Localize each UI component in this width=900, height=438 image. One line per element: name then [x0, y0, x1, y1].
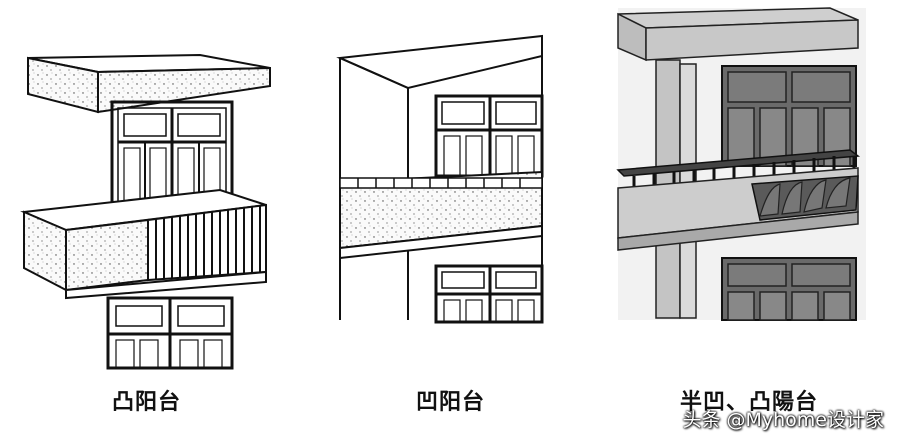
panel-convex-balcony: 凸阳台	[0, 0, 290, 438]
caption-semi-balcony: 半凹、凸陽台	[680, 390, 819, 415]
upper-slab	[617, 7, 859, 62]
concave-balcony-slab	[339, 170, 543, 260]
lower-window	[721, 257, 857, 321]
semi-balcony-illustration	[616, 7, 866, 321]
caption-concave-balcony: 凹阳台	[416, 390, 486, 415]
convex-balcony-slab	[20, 188, 267, 300]
lower-window	[106, 296, 234, 370]
convex-balcony-illustration	[20, 53, 271, 370]
watermark: 头条 @Myhome设计家	[682, 409, 884, 431]
panel-concave-balcony: 凹阳台	[300, 0, 600, 438]
upper-window	[434, 94, 544, 178]
panel-semi-balcony: 半凹、凸陽台	[610, 0, 900, 438]
flower-planter	[751, 175, 859, 221]
caption-convex-balcony: 凸阳台	[112, 390, 182, 415]
lower-window	[434, 264, 544, 324]
concave-balcony-illustration	[336, 34, 544, 324]
